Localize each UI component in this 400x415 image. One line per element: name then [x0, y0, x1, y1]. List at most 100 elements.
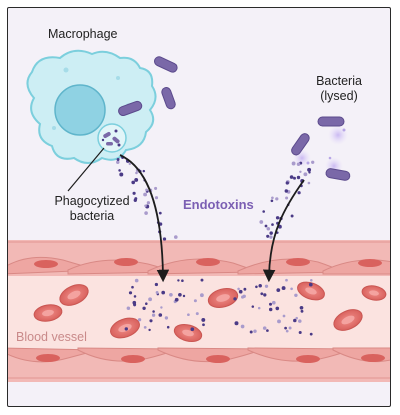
endotoxin-dot-icon: [311, 160, 315, 164]
endotoxin-dot-icon: [285, 181, 289, 185]
endotoxin-dot-icon: [119, 172, 124, 177]
endotoxin-dot-icon: [285, 278, 288, 282]
endotoxin-dot-icon: [293, 318, 297, 323]
red-blood-cell-icon: [361, 285, 387, 301]
diagram-illustration: [8, 49, 390, 382]
endotoxin-dot-icon: [291, 161, 296, 166]
endotoxin-dot-icon: [152, 310, 155, 313]
endotoxin-dot-icon: [269, 302, 272, 306]
endotoxin-dot-icon: [249, 330, 253, 334]
endotoxin-dot-icon: [293, 176, 296, 180]
endotoxin-dot-icon: [169, 292, 173, 297]
lysed-bacteria: [291, 116, 351, 181]
endotoxin-dot-icon: [264, 284, 269, 288]
endotoxin-dot-icon: [234, 321, 239, 326]
bacterium-rod-icon: [317, 116, 345, 127]
endotoxin-dot-icon: [289, 175, 294, 179]
endotoxin-dot-icon: [200, 278, 204, 282]
endotoxin-dot-icon: [238, 289, 243, 294]
endotoxin-dot-icon: [308, 282, 313, 287]
endotoxin-dot-icon: [233, 297, 237, 301]
endotoxin-dot-icon: [251, 305, 255, 308]
endotoxin-dot-icon: [266, 329, 269, 332]
arrow-right-icon: [262, 179, 305, 283]
endotoxin-dot-icon: [201, 317, 206, 322]
endotoxin-dot-icon: [263, 293, 267, 297]
endotoxin-dot-icon: [297, 191, 301, 195]
endotoxin-dot-icon: [298, 330, 302, 335]
endotoxin-dot-icon: [164, 316, 169, 320]
endotoxin-dot-icon: [144, 204, 147, 207]
endotoxin-dot-icon: [162, 237, 167, 241]
phagocytized-label-line2: bacteria: [69, 209, 115, 223]
endotoxin-dot-icon: [116, 158, 120, 161]
endotoxin-dot-icon: [294, 293, 298, 298]
endotoxin-dot-icon: [143, 192, 148, 197]
endotoxin-dot-icon: [158, 211, 162, 215]
lysed-bacteria-label: Bacteria (lysed): [304, 74, 374, 104]
free-bacteria: [118, 56, 178, 117]
phagosome: [97, 123, 127, 153]
bacterium-rod-icon: [325, 168, 351, 181]
blood-vessel: [8, 240, 390, 382]
endotoxin-dot-icon: [295, 316, 298, 320]
endotoxin-dot-icon: [271, 223, 274, 226]
endothelial-cells-bottom: [8, 347, 390, 363]
endotoxin-dot-icon: [296, 175, 301, 180]
endotoxin-dot-icon: [145, 188, 149, 192]
endotoxin-dot-icon: [160, 306, 163, 309]
endotoxin-dot-icon: [128, 162, 132, 166]
endotoxin-dot-icon: [264, 224, 268, 228]
endotoxin-dot-icon: [309, 332, 313, 336]
endotoxin-dot-icon: [237, 287, 240, 291]
endotoxin-dot-icon: [285, 329, 289, 333]
endotoxin-dot-icon: [298, 319, 302, 323]
phagocytized-pointer: [67, 147, 105, 192]
phagocytized-label-line1: Phagocytized: [54, 194, 130, 208]
endotoxin-dot-icon: [187, 313, 190, 317]
endotoxin-dot-icon: [307, 181, 311, 185]
endotoxin-dot-icon: [134, 278, 139, 283]
red-blood-cell-icon: [207, 287, 239, 309]
endotoxin-dot-icon: [158, 313, 163, 317]
endotoxin-dot-icon: [269, 231, 273, 235]
endotoxin-dot-icon: [145, 302, 148, 305]
endotoxin-dot-icon: [154, 196, 159, 200]
endotoxin-dot-icon: [154, 186, 158, 190]
endotoxin-dot-icon: [257, 306, 261, 310]
endotoxin-dot-icon: [131, 285, 134, 289]
endotoxin-dot-icon: [268, 307, 273, 312]
endotoxin-dot-icon: [253, 329, 257, 333]
endotoxin-dot-icon: [144, 211, 148, 215]
endotoxin-dot-icon: [290, 214, 294, 218]
endotoxin-dot-icon: [284, 189, 288, 193]
endotoxin-dot-icon: [151, 313, 156, 317]
endotoxin-dot-icon: [166, 325, 170, 329]
endotoxin-dot-icon: [149, 319, 153, 323]
endotoxin-dot-icon: [195, 312, 199, 316]
endotoxin-dot-icon: [258, 284, 262, 288]
endotoxin-dot-icon: [178, 292, 182, 297]
endotoxin-dot-icon: [262, 326, 267, 330]
endotoxin-dot-icon: [148, 297, 153, 302]
red-blood-cell-icon: [59, 284, 89, 306]
endotoxin-dot-icon: [143, 326, 147, 329]
bacterium-rod-icon: [118, 100, 143, 117]
endotoxin-dot-icon: [155, 291, 159, 294]
endotoxin-dot-icon: [310, 279, 313, 282]
endotoxin-dot-icon: [142, 306, 146, 310]
endotoxin-dot-icon: [190, 327, 195, 332]
endotoxin-dot-icon: [132, 300, 137, 305]
endotoxin-dot-icon: [266, 234, 270, 238]
endotoxin-dot-icon: [240, 324, 245, 329]
endotoxin-dot-icon: [275, 216, 280, 220]
endotoxin-dot-icon: [199, 293, 204, 298]
red-blood-cell-icon: [33, 304, 63, 322]
endotoxin-dot-icon: [282, 314, 286, 318]
endotoxin-dot-icon: [174, 297, 179, 302]
endotoxin-dot-icon: [277, 319, 281, 324]
endotoxin-dot-icon: [142, 169, 146, 173]
endotoxin-dot-icon: [177, 279, 180, 282]
endotoxin-dot-icon: [202, 323, 205, 327]
endotoxin-dot-icon: [299, 170, 302, 174]
